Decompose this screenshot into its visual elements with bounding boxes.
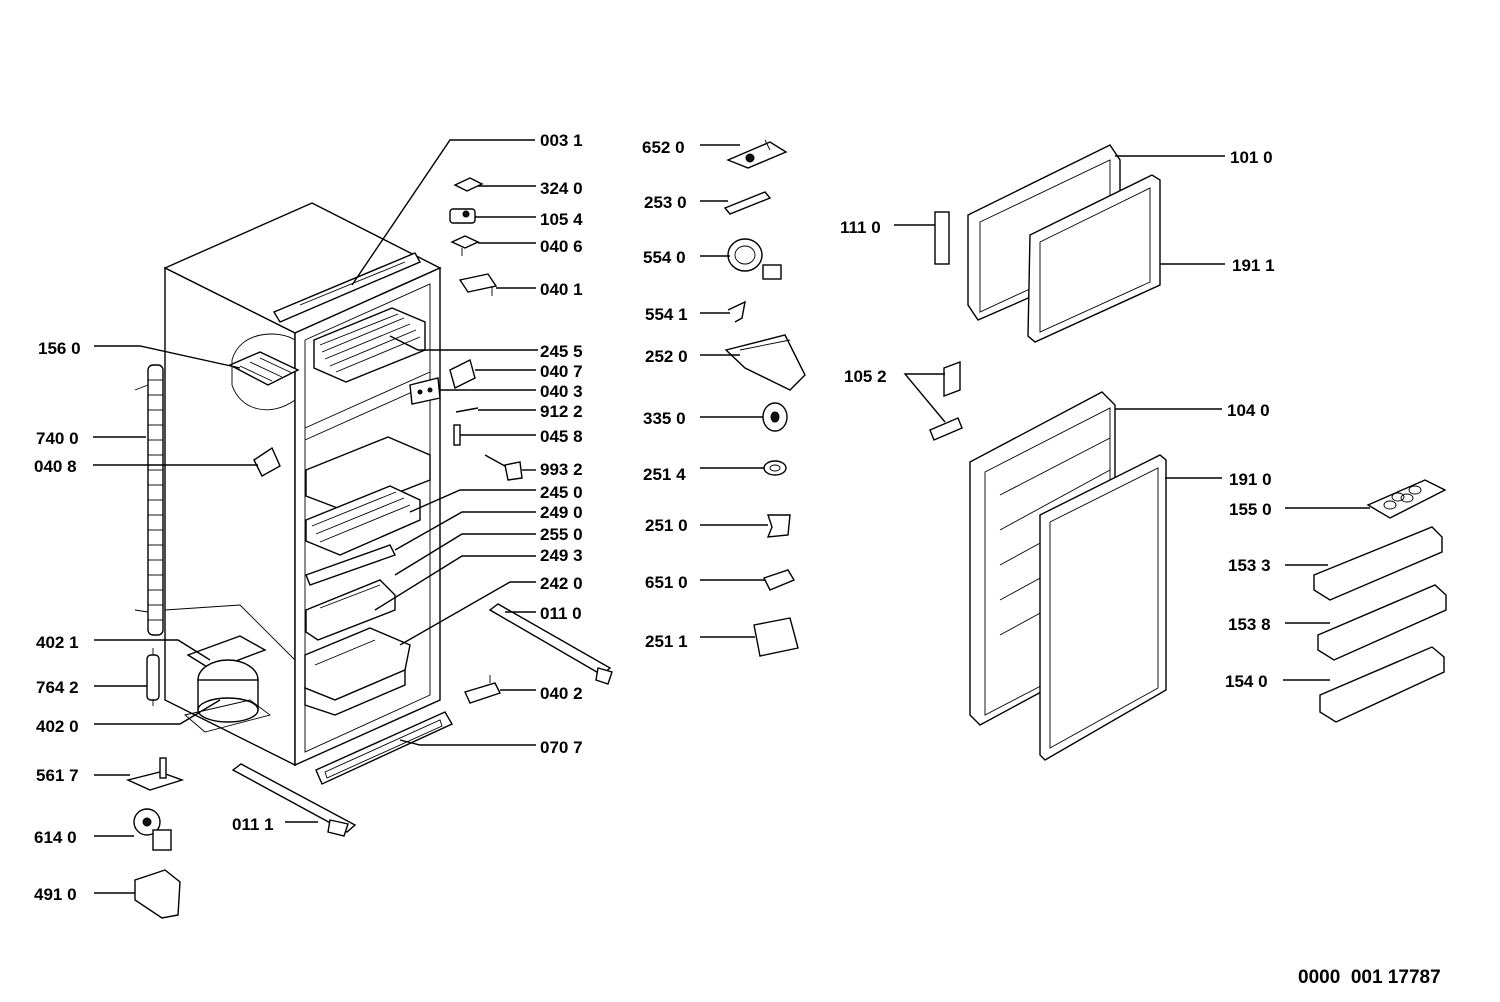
- crisper-drawer: [304, 627, 411, 716]
- callout-3350: 335 0: [643, 409, 686, 428]
- freezer-door-handle: [934, 211, 950, 265]
- callout-4020: 402 0: [36, 717, 79, 736]
- callout-0403: 040 3: [540, 382, 583, 401]
- callout-2514: 251 4: [643, 465, 686, 484]
- callout-7400: 740 0: [36, 429, 79, 448]
- callout-2450: 245 0: [540, 483, 583, 502]
- callout-7642: 764 2: [36, 678, 79, 697]
- callout-2493: 249 3: [540, 546, 583, 565]
- callout-0458: 045 8: [540, 427, 583, 446]
- callout-1052: 105 2: [844, 367, 887, 386]
- freezer-door: [967, 144, 1161, 343]
- callout-2510: 251 0: [645, 516, 688, 535]
- fridge-shelves: [305, 436, 431, 641]
- door-bins: [1313, 479, 1447, 723]
- callout-1538: 153 8: [1228, 615, 1271, 634]
- callout-9122: 912 2: [540, 402, 583, 421]
- leader-lines: [93, 139, 1370, 894]
- control-parts: [723, 139, 806, 657]
- callout-0707: 070 7: [540, 738, 583, 757]
- callout-2490: 249 0: [540, 503, 583, 522]
- callout-2455: 245 5: [540, 342, 583, 361]
- callout-9932: 993 2: [540, 460, 583, 479]
- thermostat-and-relay: [125, 757, 185, 919]
- freezer-shelf: [313, 307, 426, 383]
- door-brackets: [929, 360, 963, 441]
- callout-4021: 402 1: [36, 633, 79, 652]
- callout-1910: 191 0: [1229, 470, 1272, 489]
- callout-1540: 154 0: [1225, 672, 1268, 691]
- hinge-rails: [231, 603, 613, 837]
- callout-6520: 652 0: [642, 138, 685, 157]
- callout-2530: 253 0: [644, 193, 687, 212]
- drier-filter: [146, 648, 160, 706]
- callout-5540: 554 0: [643, 248, 686, 267]
- callout-2550: 255 0: [540, 525, 583, 544]
- callout-1110: 111 0: [840, 218, 881, 237]
- callout-0402: 040 2: [540, 684, 583, 703]
- small-hardware-parts: [253, 177, 523, 704]
- callout-0031: 003 1: [540, 131, 583, 150]
- callout-0408: 040 8: [34, 457, 77, 476]
- callout-3240: 324 0: [540, 179, 583, 198]
- callout-5617: 561 7: [36, 766, 79, 785]
- callout-0401: 040 1: [540, 280, 583, 299]
- callout-2420: 242 0: [540, 574, 583, 593]
- ice-tray: [228, 351, 300, 386]
- fridge-door: [969, 391, 1167, 761]
- document-id: 0000 001 17787: [1298, 967, 1441, 988]
- condenser-coil: [134, 364, 164, 636]
- callout-0406: 040 6: [540, 237, 583, 256]
- callout-6140: 614 0: [34, 828, 77, 847]
- callout-2511: 251 1: [645, 632, 688, 651]
- callout-1533: 153 3: [1228, 556, 1271, 575]
- callout-4910: 491 0: [34, 885, 77, 904]
- callout-0111: 011 1: [232, 815, 274, 834]
- callout-1040: 104 0: [1227, 401, 1270, 420]
- callout-5541: 554 1: [645, 305, 688, 324]
- callout-labels: 003 1 324 0 105 4 040 6 040 1 245 5 040 …: [34, 131, 1275, 904]
- callout-6510: 651 0: [645, 573, 688, 592]
- callout-1010: 101 0: [1230, 148, 1273, 167]
- callout-1560: 156 0: [38, 339, 81, 358]
- callout-1911: 191 1: [1232, 256, 1275, 275]
- callout-0407: 040 7: [540, 362, 583, 381]
- callout-1550: 155 0: [1229, 500, 1272, 519]
- callout-1054: 105 4: [540, 210, 583, 229]
- callout-0110: 011 0: [540, 604, 582, 623]
- callout-2520: 252 0: [645, 347, 688, 366]
- base-grille: [315, 711, 453, 785]
